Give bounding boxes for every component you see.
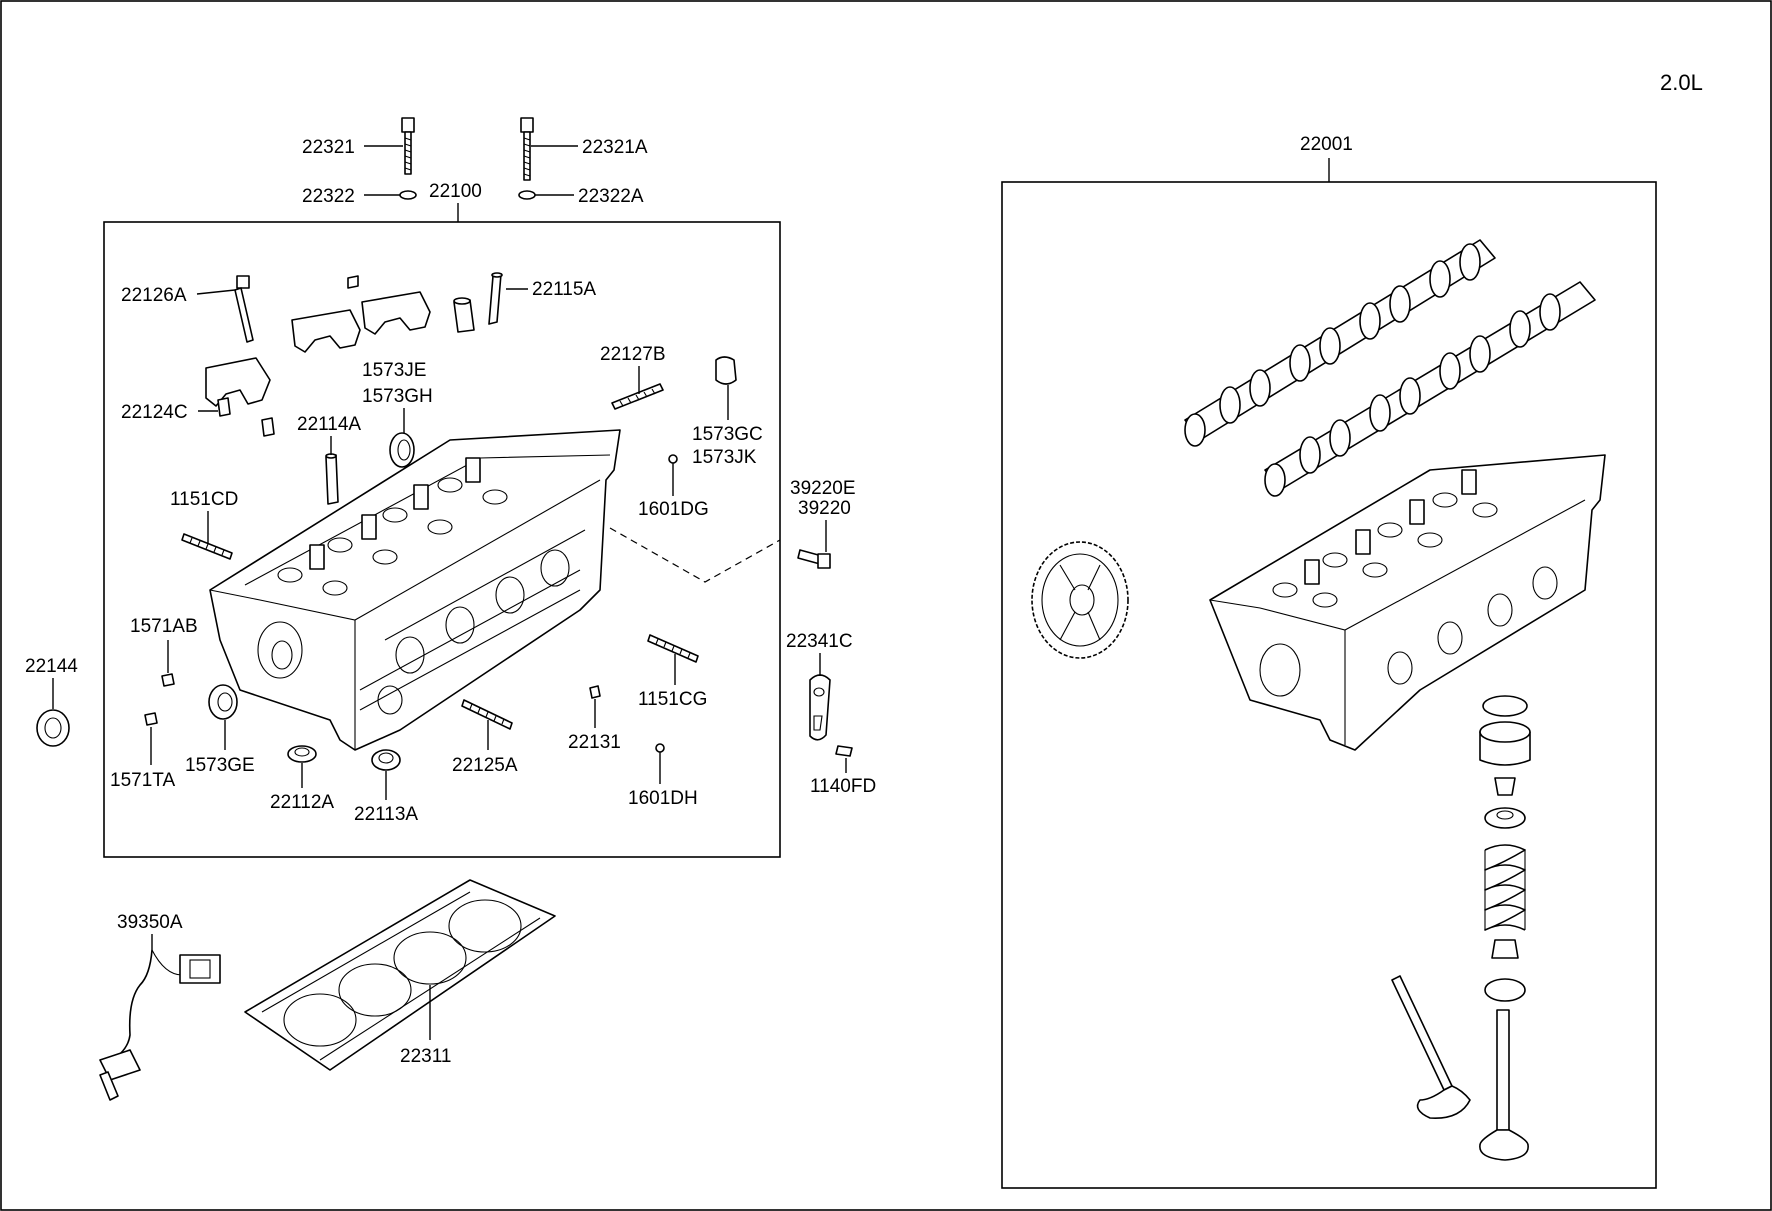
label-22322: 22322 xyxy=(302,186,355,207)
valve-spring[interactable] xyxy=(1484,844,1526,931)
stud-22127b[interactable] xyxy=(611,383,664,410)
label-22112a: 22112A xyxy=(270,792,334,813)
label-1571ta: 1571TA xyxy=(110,770,175,791)
label-1573gh: 1573GH xyxy=(362,386,433,407)
valve-keeper[interactable] xyxy=(1494,777,1516,796)
valve-shim[interactable] xyxy=(1482,695,1528,717)
bolt-22321[interactable] xyxy=(401,117,415,175)
bearing-cap-22124c[interactable] xyxy=(205,357,275,437)
valve-stem-seal[interactable] xyxy=(1491,939,1519,959)
valve-tappet[interactable] xyxy=(1479,721,1531,766)
bracket-22341c[interactable] xyxy=(809,674,831,741)
dowel-22115a[interactable] xyxy=(453,272,503,333)
seal-1573ge[interactable] xyxy=(208,684,238,720)
exhaust-valve[interactable] xyxy=(1479,1009,1529,1161)
label-22100: 22100 xyxy=(429,181,482,202)
plug-1573gc[interactable] xyxy=(715,356,737,385)
stud-1151cg[interactable] xyxy=(647,634,699,663)
sensor-39220[interactable] xyxy=(797,549,831,569)
oil-seal-22144[interactable] xyxy=(36,709,70,747)
label-1573ge: 1573GE xyxy=(185,755,255,776)
label-1573je: 1573JE xyxy=(362,360,426,381)
label-39220: 39220 xyxy=(798,498,851,519)
intake-valve[interactable] xyxy=(1391,975,1471,1119)
label-22126a: 22126A xyxy=(121,285,187,306)
label-1573gc: 1573GC xyxy=(692,424,763,445)
seal-22113a[interactable] xyxy=(371,749,401,771)
spring-retainer[interactable] xyxy=(1484,807,1526,829)
label-22311: 22311 xyxy=(400,1046,451,1067)
label-22321: 22321 xyxy=(302,137,355,158)
plug-22131[interactable] xyxy=(589,685,601,699)
label-1601dg: 1601DG xyxy=(638,499,709,520)
label-22001: 22001 xyxy=(1300,134,1353,155)
engine-label: 2.0L xyxy=(1660,70,1703,95)
label-1151cg: 1151CG xyxy=(638,689,707,710)
label-22115a: 22115A xyxy=(532,279,596,300)
label-1571ab: 1571AB xyxy=(130,616,198,637)
plug-1571ta[interactable] xyxy=(144,712,158,726)
sensor-39350a[interactable] xyxy=(99,949,221,1101)
label-22341c: 22341C xyxy=(786,631,853,652)
cylinder-head-box xyxy=(103,221,781,858)
label-22322a: 22322A xyxy=(578,186,644,207)
label-1601dh: 1601DH xyxy=(628,788,698,809)
label-1140fd: 1140FD xyxy=(810,776,876,797)
label-22321a: 22321A xyxy=(582,137,648,158)
ball-1601dg[interactable] xyxy=(668,454,678,464)
stud-22125a[interactable] xyxy=(461,699,513,730)
cam-cap[interactable] xyxy=(291,275,431,353)
label-22124c: 22124C xyxy=(121,402,188,423)
label-22131: 22131 xyxy=(568,732,621,753)
head-gasket-22311[interactable] xyxy=(244,879,556,1071)
label-39220e: 39220E xyxy=(790,478,856,499)
bolt-1140fd[interactable] xyxy=(835,745,853,757)
label-22125a: 22125A xyxy=(452,755,518,776)
label-1151cd: 1151CD xyxy=(170,489,238,510)
label-39350a: 39350A xyxy=(117,912,183,933)
dowel-22114a[interactable] xyxy=(325,453,339,505)
label-22114a: 22114A xyxy=(297,414,361,435)
seal-22112a[interactable] xyxy=(287,745,317,763)
plug-1571ab[interactable] xyxy=(161,673,175,687)
camshaft-exhaust[interactable] xyxy=(1264,281,1596,497)
washer-22322a[interactable] xyxy=(518,190,536,200)
ball-1601dh[interactable] xyxy=(655,743,665,753)
cylinder-head-assembly[interactable] xyxy=(1209,454,1606,751)
spring-seat[interactable] xyxy=(1484,978,1526,1002)
bolt-22126a[interactable] xyxy=(234,275,254,343)
cam-sprocket[interactable] xyxy=(1031,541,1129,659)
label-22144: 22144 xyxy=(25,656,78,677)
label-22127b: 22127B xyxy=(600,344,666,365)
washer-22322[interactable] xyxy=(399,190,417,200)
label-1573jk: 1573JK xyxy=(692,447,757,468)
camshaft-intake[interactable] xyxy=(1184,239,1496,447)
stud-1151cd[interactable] xyxy=(181,533,233,560)
cylinder-head[interactable] xyxy=(209,429,621,751)
label-22113a: 22113A xyxy=(354,804,418,825)
bolt-22321a[interactable] xyxy=(520,117,534,181)
seal-1573je[interactable] xyxy=(389,432,415,468)
